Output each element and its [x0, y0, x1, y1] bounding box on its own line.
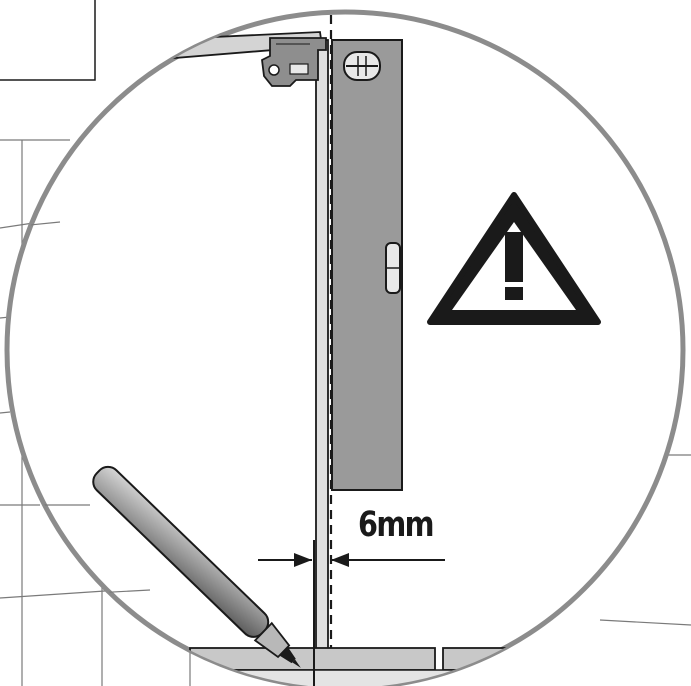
dimension-label: 6mm	[358, 505, 435, 545]
side-panel	[315, 39, 329, 686]
spirit-level-icon	[331, 39, 403, 491]
floor-tiles	[189, 647, 611, 686]
warning-triangle-icon	[427, 192, 601, 325]
cabinet-corner	[0, 0, 96, 81]
dimension-arrows	[258, 553, 445, 567]
tile-cutter-guide-icon	[261, 37, 327, 87]
pen-icon	[92, 465, 301, 668]
